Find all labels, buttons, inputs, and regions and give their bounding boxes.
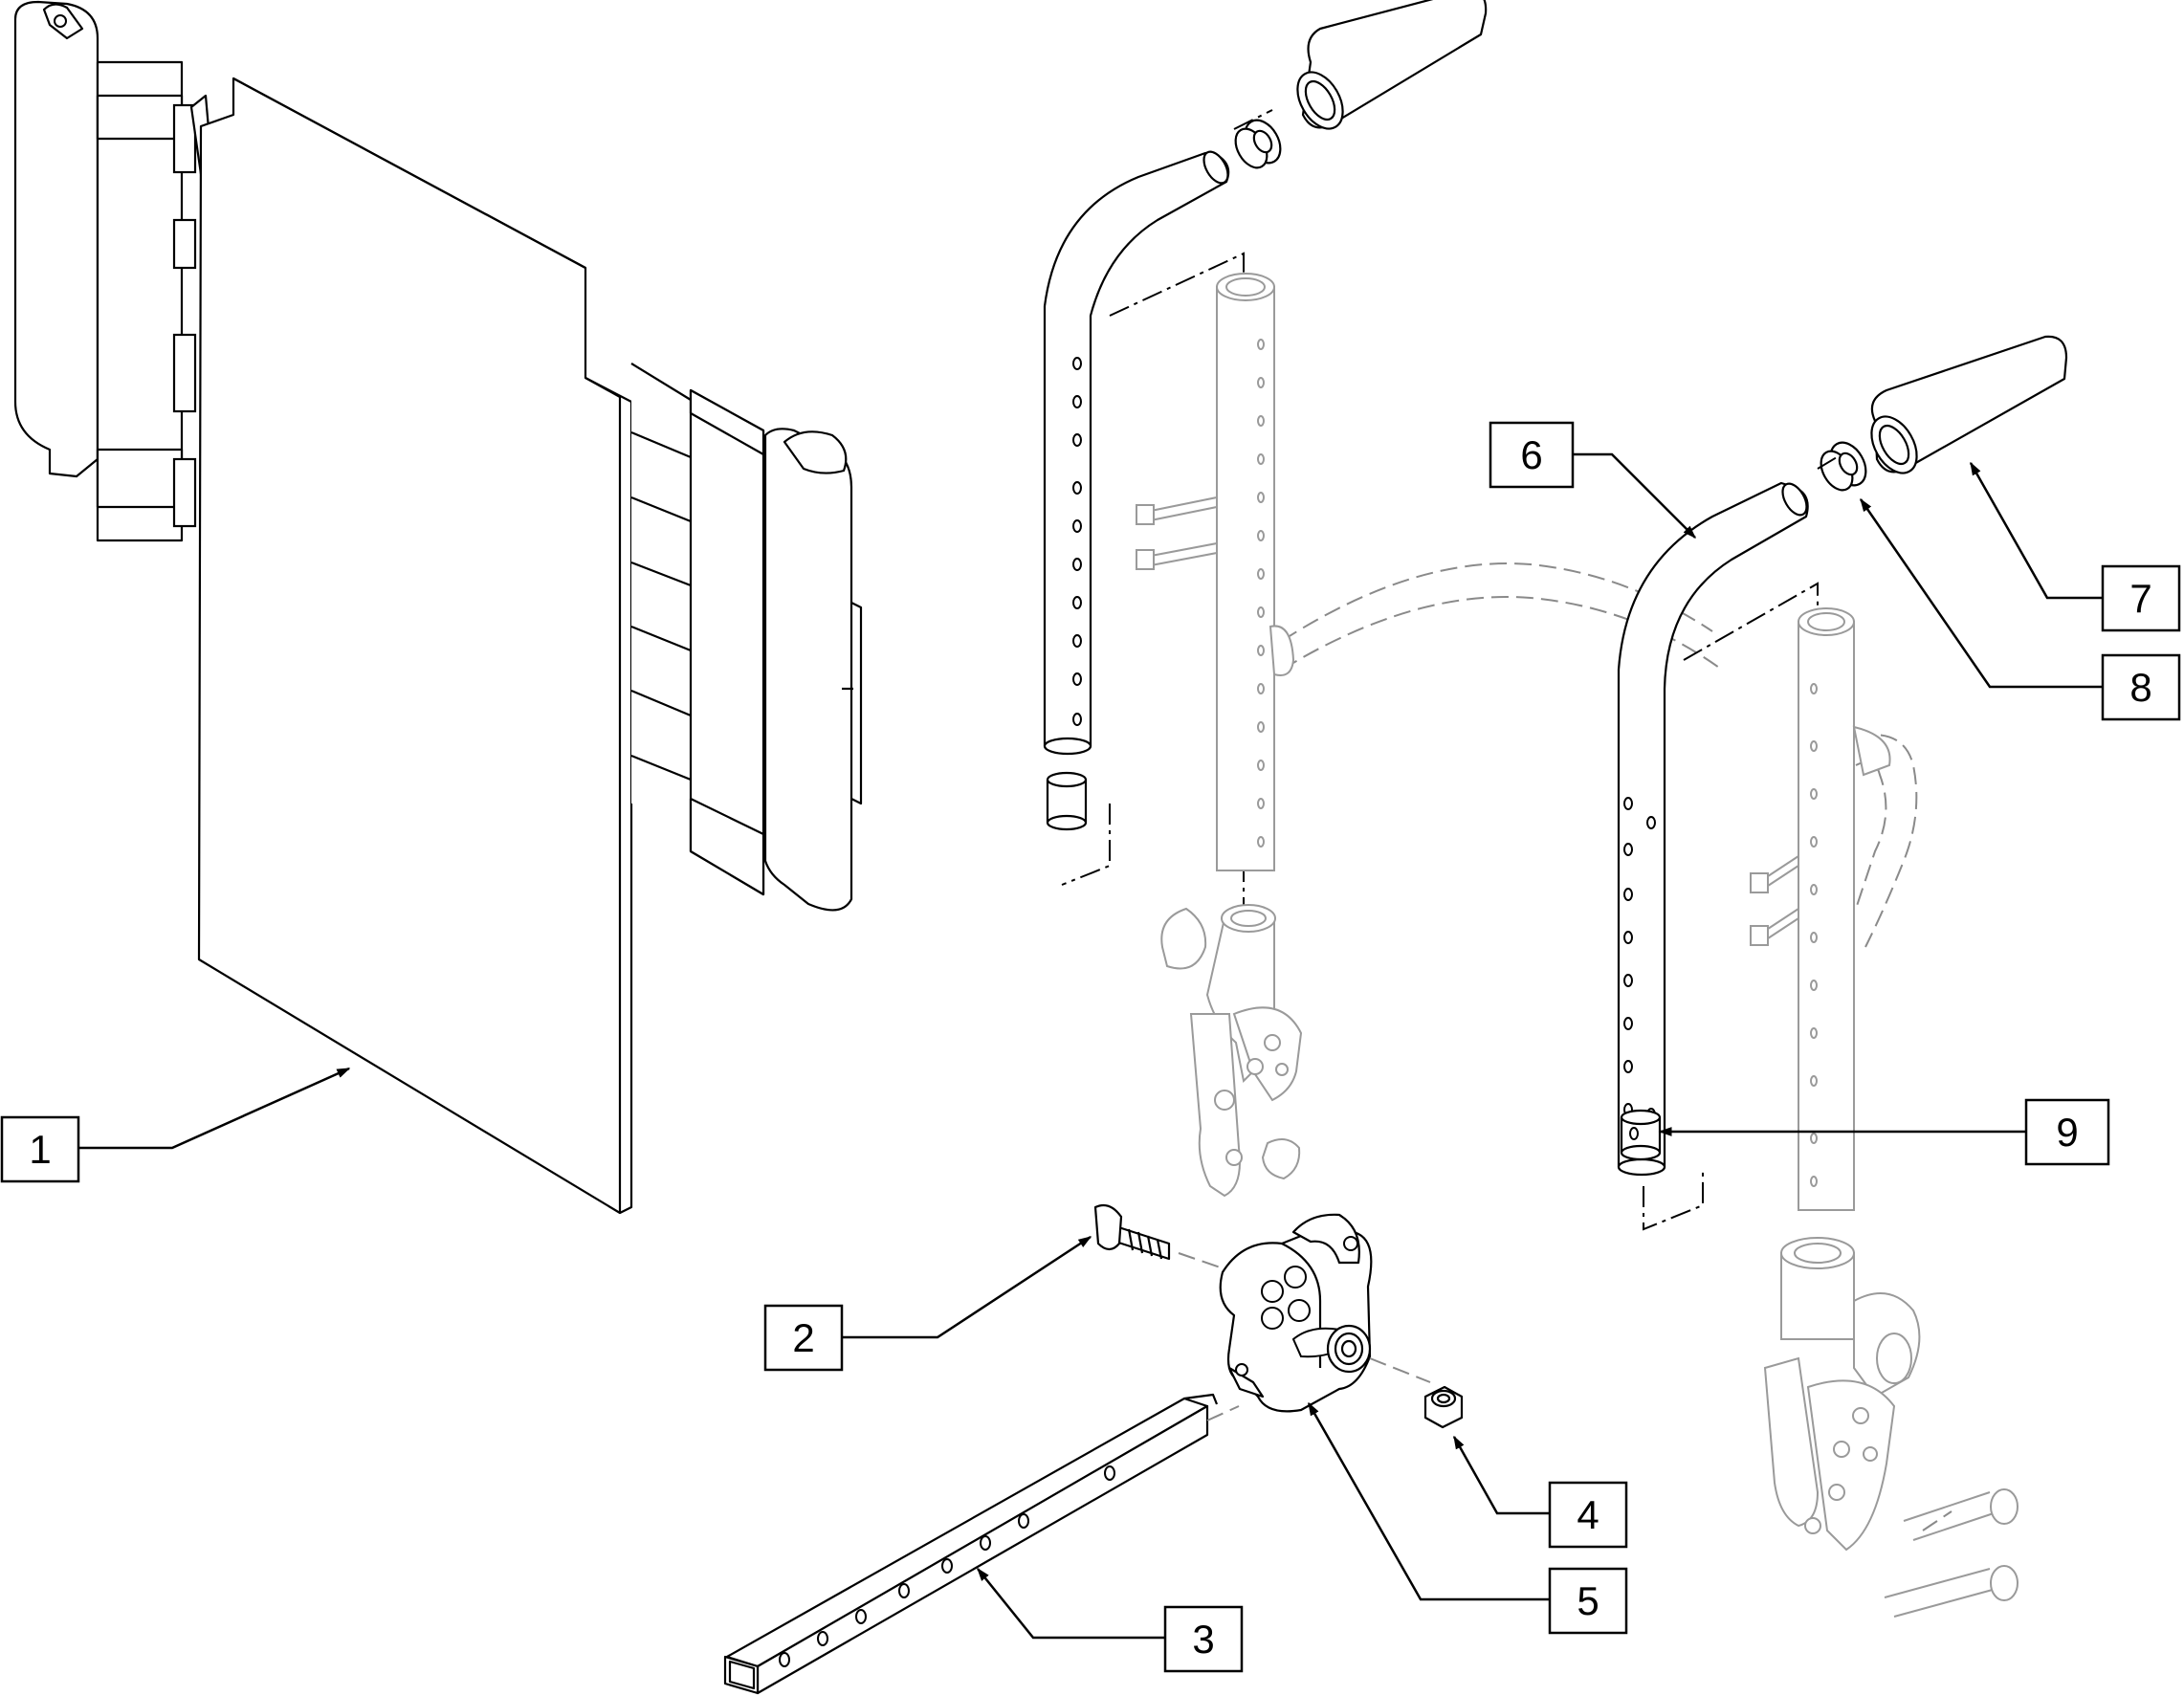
leader-1 bbox=[78, 1067, 351, 1150]
left-frame-ghost bbox=[1136, 273, 1723, 1198]
leader-5 bbox=[1307, 1401, 1550, 1601]
leader-7 bbox=[1969, 461, 2103, 600]
svg-text:4: 4 bbox=[1577, 1492, 1599, 1537]
svg-text:9: 9 bbox=[2056, 1110, 2078, 1155]
back-upholstery bbox=[13, 0, 863, 1215]
svg-text:7: 7 bbox=[2129, 576, 2151, 621]
svg-text:5: 5 bbox=[1577, 1578, 1599, 1623]
svg-text:2: 2 bbox=[792, 1315, 814, 1360]
callout-2: 2 bbox=[763, 1304, 844, 1372]
leader-8 bbox=[1859, 497, 2103, 689]
callout-9: 9 bbox=[2024, 1098, 2110, 1166]
leader-2 bbox=[842, 1235, 1092, 1339]
svg-text:3: 3 bbox=[1192, 1617, 1214, 1662]
callout-1: 1 bbox=[0, 1115, 80, 1183]
leader-3 bbox=[977, 1567, 1165, 1640]
callout-3: 3 bbox=[1163, 1605, 1244, 1673]
leader-lines bbox=[78, 452, 2103, 1640]
leader-6 bbox=[1573, 452, 1696, 539]
callout-8: 8 bbox=[2101, 653, 2181, 721]
svg-text:8: 8 bbox=[2129, 665, 2151, 710]
leader-4 bbox=[1452, 1435, 1550, 1515]
svg-text:6: 6 bbox=[1520, 432, 1542, 477]
right-push-handle-assembly bbox=[1617, 335, 2068, 1231]
callout-4: 4 bbox=[1548, 1481, 1628, 1549]
svg-text:1: 1 bbox=[29, 1127, 51, 1172]
callout-6: 6 bbox=[1489, 421, 1575, 489]
clamp-assembly bbox=[723, 1203, 1464, 1695]
callout-7: 7 bbox=[2101, 564, 2181, 632]
right-frame-ghost bbox=[1750, 607, 2019, 1618]
callout-5: 5 bbox=[1548, 1567, 1628, 1635]
